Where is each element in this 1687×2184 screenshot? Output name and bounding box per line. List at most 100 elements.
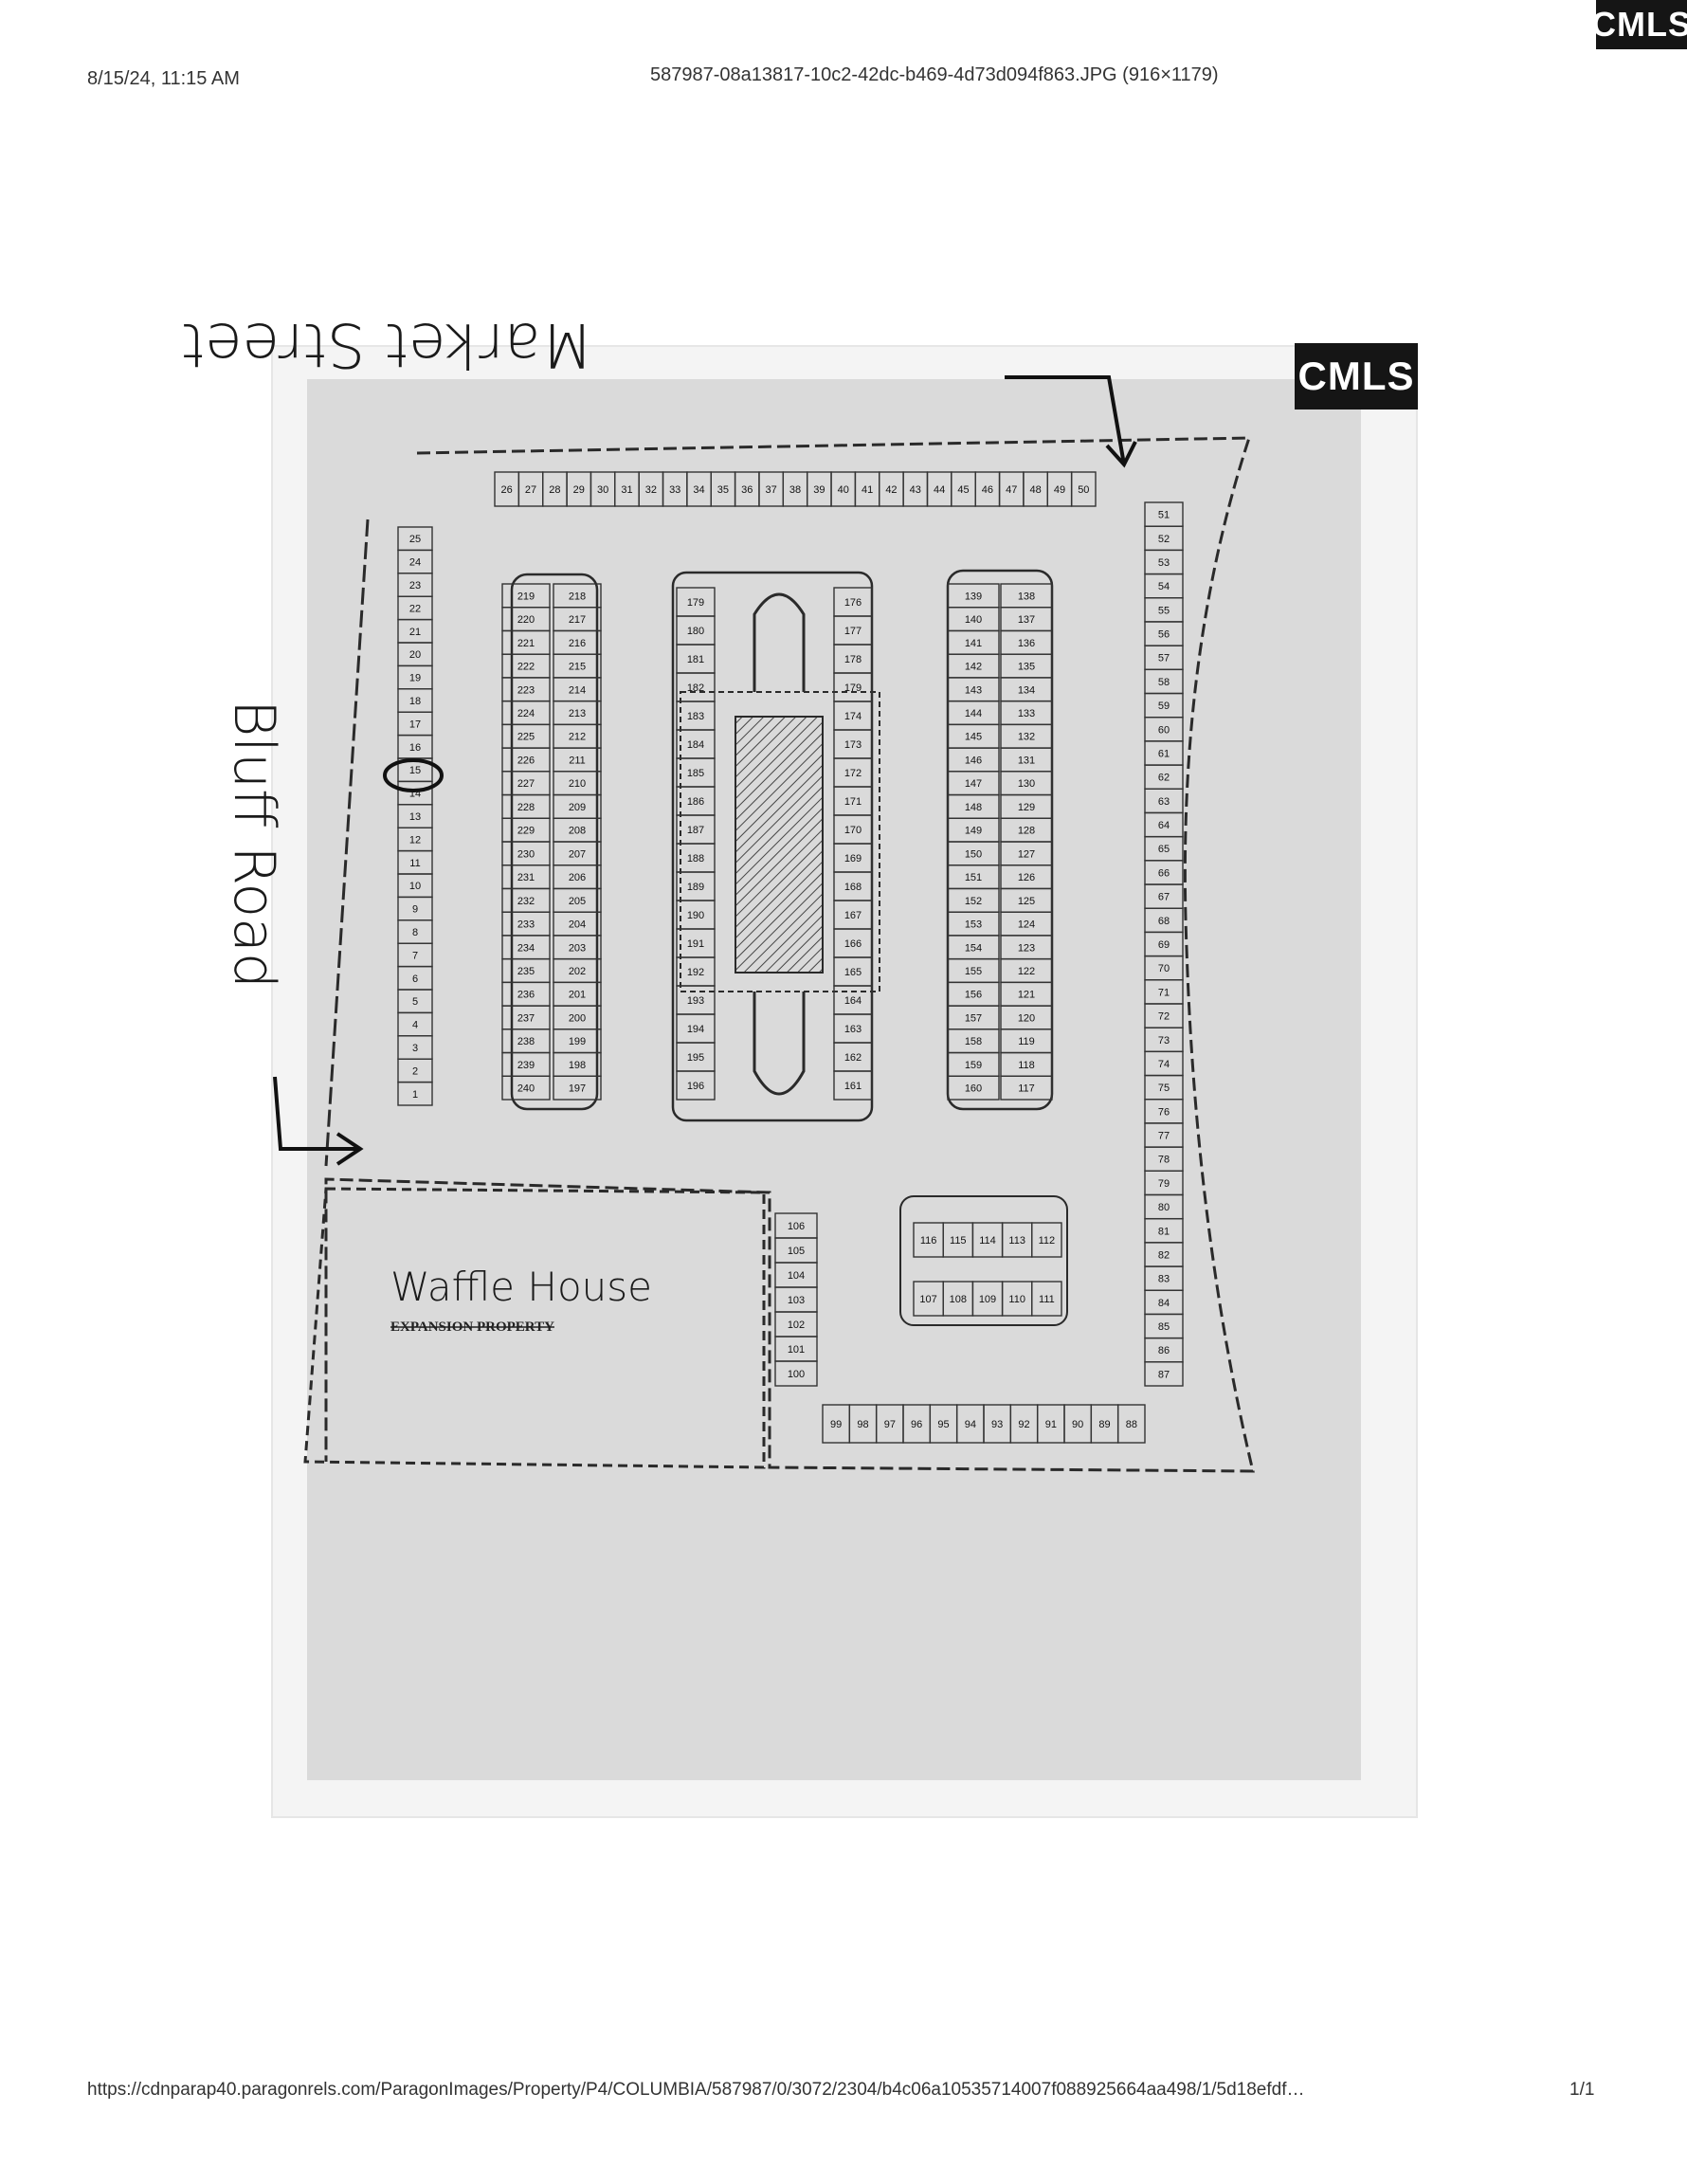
parking-space-outline: [553, 1075, 602, 1101]
parking-space-number: 73: [1158, 1035, 1170, 1046]
parking-space-number: 172: [844, 768, 862, 779]
parking-space-number: 43: [910, 484, 921, 496]
parking-space-number: 70: [1158, 963, 1170, 974]
parking-space-number: 180: [687, 626, 704, 637]
parking-space-number: 215: [569, 662, 586, 673]
parking-space-number: 142: [965, 662, 982, 673]
parking-space-number: 184: [687, 739, 704, 751]
parking-space-number: 222: [517, 662, 535, 673]
parking-space-number: 61: [1158, 748, 1170, 759]
parking-space-number: 94: [965, 1419, 976, 1430]
parking-space-number: 107: [919, 1294, 936, 1305]
parking-space-number: 42: [885, 484, 897, 496]
parking-space-number: 169: [844, 853, 862, 864]
parking-space-number: 174: [844, 711, 862, 722]
print-file-name: 587987-08a13817-10c2-42dc-b469-4d73d094f…: [650, 64, 1219, 85]
parking-space-number: 161: [844, 1081, 862, 1092]
parking-space-number: 176: [844, 597, 862, 609]
parking-space-number: 135: [1018, 662, 1035, 673]
parking-space-number: 77: [1158, 1131, 1170, 1142]
print-source-url: https://cdnparap40.paragonrels.com/Parag…: [87, 2080, 1305, 2100]
parking-space-number: 231: [517, 872, 535, 883]
parking-space-number: 155: [965, 966, 982, 977]
parking-space-number: 166: [844, 938, 862, 950]
parking-space-number: 31: [621, 484, 632, 496]
parking-space-number: 76: [1158, 1106, 1170, 1118]
parking-space-number: 80: [1158, 1202, 1170, 1213]
parking-space-number: 50: [1078, 484, 1089, 496]
parking-space-number: 26: [501, 484, 513, 496]
parking-space-number: 138: [1018, 591, 1035, 602]
parking-space-number: 52: [1158, 534, 1170, 545]
waffle-house-parcel: [303, 1187, 766, 1469]
parking-space-number: 49: [1054, 484, 1065, 496]
parking-space-number: 120: [1018, 1012, 1035, 1024]
parking-space-number: 104: [788, 1270, 805, 1282]
parking-space-number: 127: [1018, 848, 1035, 860]
parking-space-number: 188: [687, 853, 704, 864]
parking-space-number: 95: [937, 1419, 949, 1430]
parking-space-number: 214: [569, 684, 586, 696]
parking-space-number: 224: [517, 708, 535, 719]
parking-space-outline: [1116, 1404, 1146, 1444]
parking-space-number: 122: [1018, 966, 1035, 977]
parking-space-number: 173: [844, 739, 862, 751]
parking-space-number: 114: [979, 1235, 996, 1247]
parking-space-number: 132: [1018, 732, 1035, 743]
parking-space-number: 6: [412, 974, 418, 985]
parking-space-number: 125: [1018, 896, 1035, 907]
parking-space-number: 226: [517, 755, 535, 766]
parking-space-number: 124: [1018, 919, 1035, 931]
parking-space-number: 139: [965, 591, 982, 602]
parking-space-number: 54: [1158, 581, 1170, 592]
parking-space-number: 205: [569, 896, 586, 907]
parking-space-number: 41: [862, 484, 873, 496]
parking-space-number: 45: [957, 484, 969, 496]
parking-space-number: 179: [687, 597, 704, 609]
parking-space-number: 39: [813, 484, 825, 496]
parking-space-number: 1: [412, 1089, 418, 1101]
parking-space-outline: [774, 1360, 818, 1387]
parking-space-number: 177: [844, 626, 862, 637]
parking-space-number: 82: [1158, 1249, 1170, 1261]
parking-space-number: 217: [569, 614, 586, 626]
parking-space-number: 111: [1039, 1294, 1055, 1305]
parking-space-number: 78: [1158, 1155, 1170, 1166]
parking-space-number: 181: [687, 654, 704, 665]
north-walkway: [753, 592, 806, 692]
island-lot: [899, 1195, 1068, 1326]
parcel-subtitle: EXPANSION PROPERTY: [390, 1320, 554, 1335]
cmls-logo-map-text: CMLS: [1297, 354, 1415, 398]
parking-space-number: 206: [569, 872, 586, 883]
parking-space-number: 84: [1158, 1298, 1170, 1309]
parking-space-number: 116: [920, 1235, 937, 1247]
parking-space-number: 47: [1006, 484, 1017, 496]
parking-space-number: 112: [1039, 1235, 1056, 1247]
parking-space-number: 145: [965, 732, 982, 743]
parking-space-number: 211: [569, 755, 586, 766]
parking-space-number: 170: [844, 825, 862, 836]
parking-space-number: 233: [517, 919, 535, 931]
parking-space-number: 32: [645, 484, 657, 496]
parking-space-number: 218: [569, 591, 586, 602]
parking-space-number: 108: [950, 1294, 967, 1305]
parking-space-number: 150: [965, 848, 982, 860]
parking-space-number: 60: [1158, 724, 1170, 736]
parking-space-number: 28: [549, 484, 560, 496]
parking-space-number: 133: [1018, 708, 1035, 719]
parking-space-number: 164: [844, 995, 862, 1007]
parking-space-number: 109: [979, 1294, 996, 1305]
parking-space-number: 105: [788, 1246, 805, 1257]
print-date-time: 8/15/24, 11:15 AM: [87, 68, 240, 89]
parking-space-number: 22: [409, 603, 421, 614]
parking-space-number: 134: [1018, 684, 1035, 696]
parking-space-number: 144: [965, 708, 982, 719]
parking-space-number: 147: [965, 778, 982, 790]
parking-space-number: 68: [1158, 916, 1170, 927]
parking-space-number: 62: [1158, 773, 1170, 784]
parking-space-number: 230: [517, 848, 535, 860]
parking-space-number: 113: [1008, 1235, 1025, 1247]
parking-space-number: 35: [717, 484, 729, 496]
parking-space-number: 126: [1018, 872, 1035, 883]
site-boundary: [324, 436, 1255, 1473]
